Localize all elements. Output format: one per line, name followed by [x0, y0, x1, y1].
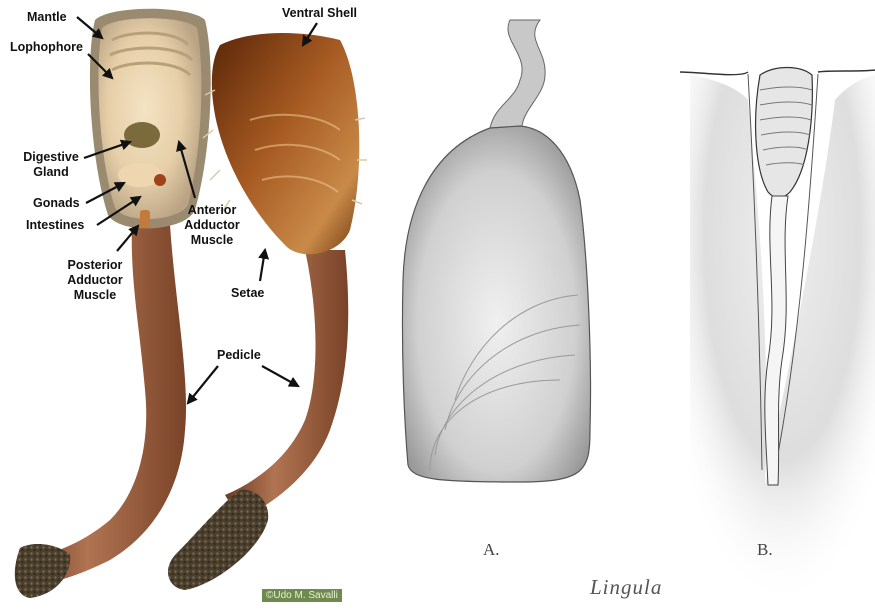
figure-a-label: A.: [483, 540, 500, 560]
label-anterior-adductor-line3: Muscle: [176, 233, 248, 247]
label-setae: Setae: [231, 286, 264, 300]
figure-a-shell: [402, 126, 590, 482]
label-lophophore: Lophophore: [10, 40, 83, 54]
label-anterior-adductor-line2: Adductor: [176, 218, 248, 232]
dissected-specimen: [15, 9, 211, 598]
figure-a-stalk: [490, 20, 545, 128]
label-posterior-adductor-line1: Posterior: [55, 258, 135, 272]
label-gonads: Gonads: [33, 196, 80, 210]
label-anterior-adductor-line1: Anterior: [176, 203, 248, 217]
label-intestines: Intestines: [26, 218, 84, 232]
label-posterior-adductor-line2: Adductor: [55, 273, 135, 287]
left-pedicle-sediment: [15, 544, 70, 598]
label-posterior-adductor-line3: Muscle: [55, 288, 135, 302]
label-pedicle: Pedicle: [217, 348, 261, 362]
figure-b-drawing: [680, 68, 875, 610]
figure-caption: Lingula: [590, 575, 662, 600]
figure-b-label: B.: [757, 540, 773, 560]
right-pedicle-sediment: [168, 490, 268, 590]
copyright-watermark: ©Udo M. Savalli: [262, 589, 342, 602]
label-mantle: Mantle: [27, 10, 67, 24]
figure-a-drawing: [402, 20, 590, 482]
posterior-muscle-tab: [140, 210, 150, 228]
label-digestive-gland-line1: Digestive: [18, 150, 84, 164]
label-digestive-gland-line2: Gland: [18, 165, 84, 179]
intestine-spot: [154, 174, 166, 186]
label-ventral-shell: Ventral Shell: [282, 6, 357, 20]
digestive-gland-blob: [124, 122, 160, 148]
